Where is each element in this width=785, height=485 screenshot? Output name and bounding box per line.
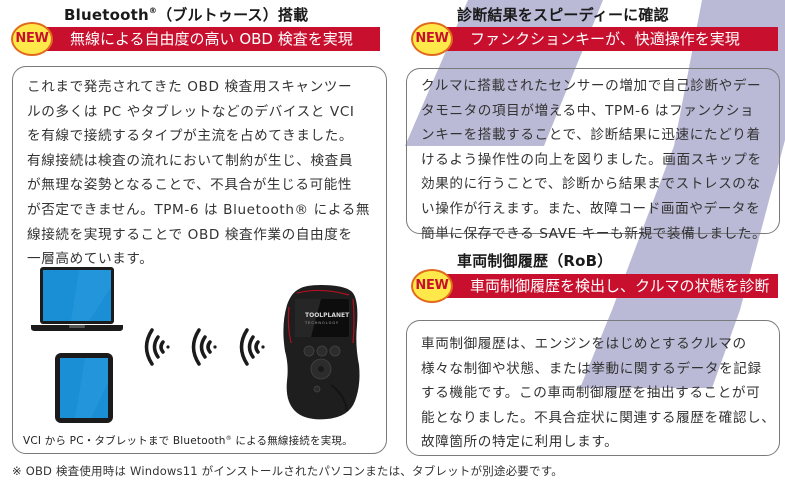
wireless-signal-icon <box>239 328 265 366</box>
new-badge: NEW <box>411 22 453 56</box>
wireless-signal-icon <box>191 328 217 366</box>
wireless-signal-icon <box>144 328 170 366</box>
bluetooth-description-box: これまで発売されてきた OBD 検査用スキャンツー ルの多くは PC やタブレッ… <box>12 66 387 454</box>
feature-banner: 無線による自由度の高い OBD 検査を実現 <box>18 27 380 51</box>
feature-banner: ファンクションキーが、快適操作を実現 <box>418 27 778 51</box>
illustration-caption: VCI から PC・タブレットまで Bluetooth® による無線接続を実現。 <box>23 435 353 447</box>
laptop-icon <box>31 267 123 331</box>
section-heading: 車両制御履歴（RoB） <box>457 252 613 270</box>
banner-text: 車両制御履歴を検出し、クルマの状態を診断 <box>470 277 770 295</box>
banner-text: ファンクションキーが、快適操作を実現 <box>470 30 740 48</box>
function-key-description-box: クルマに搭載されたセンサーの増加で自己診断やデー タモニタの項目が増える中、TP… <box>406 68 780 242</box>
new-badge: NEW <box>11 22 53 56</box>
section-heading: Bluetooth®（ブルトゥース）搭載 <box>64 6 309 24</box>
footnote: ※ OBD 検査使用時は Windows11 がインストールされたパソコンまたは… <box>12 464 563 478</box>
feature-banner: 車両制御履歴を検出し、クルマの状態を診断 <box>418 274 778 298</box>
scan-tool-device-icon: TOOLPLANET TECHNOLOGY <box>283 285 360 420</box>
section-heading: 診断結果をスピーディーに確認 <box>457 6 669 24</box>
description-text: クルマに搭載されたセンサーの増加で自己診断やデー タモニタの項目が増える中、TP… <box>421 78 767 242</box>
new-badge: NEW <box>411 269 453 303</box>
description-text: 車両制御履歴は、エンジンをはじめとするクルマの 様々な制御や状態、または挙動に関… <box>421 336 776 451</box>
rob-description-box: 車両制御履歴は、エンジンをはじめとするクルマの 様々な制御や状態、または挙動に関… <box>406 320 780 456</box>
svg-text:TOOLPLANET: TOOLPLANET <box>305 312 350 319</box>
svg-text:TECHNOLOGY: TECHNOLOGY <box>304 321 339 325</box>
banner-text: 無線による自由度の高い OBD 検査を実現 <box>70 30 353 48</box>
description-text: これまで発売されてきた OBD 検査用スキャンツー ルの多くは PC やタブレッ… <box>27 79 371 268</box>
tablet-icon <box>55 353 113 423</box>
